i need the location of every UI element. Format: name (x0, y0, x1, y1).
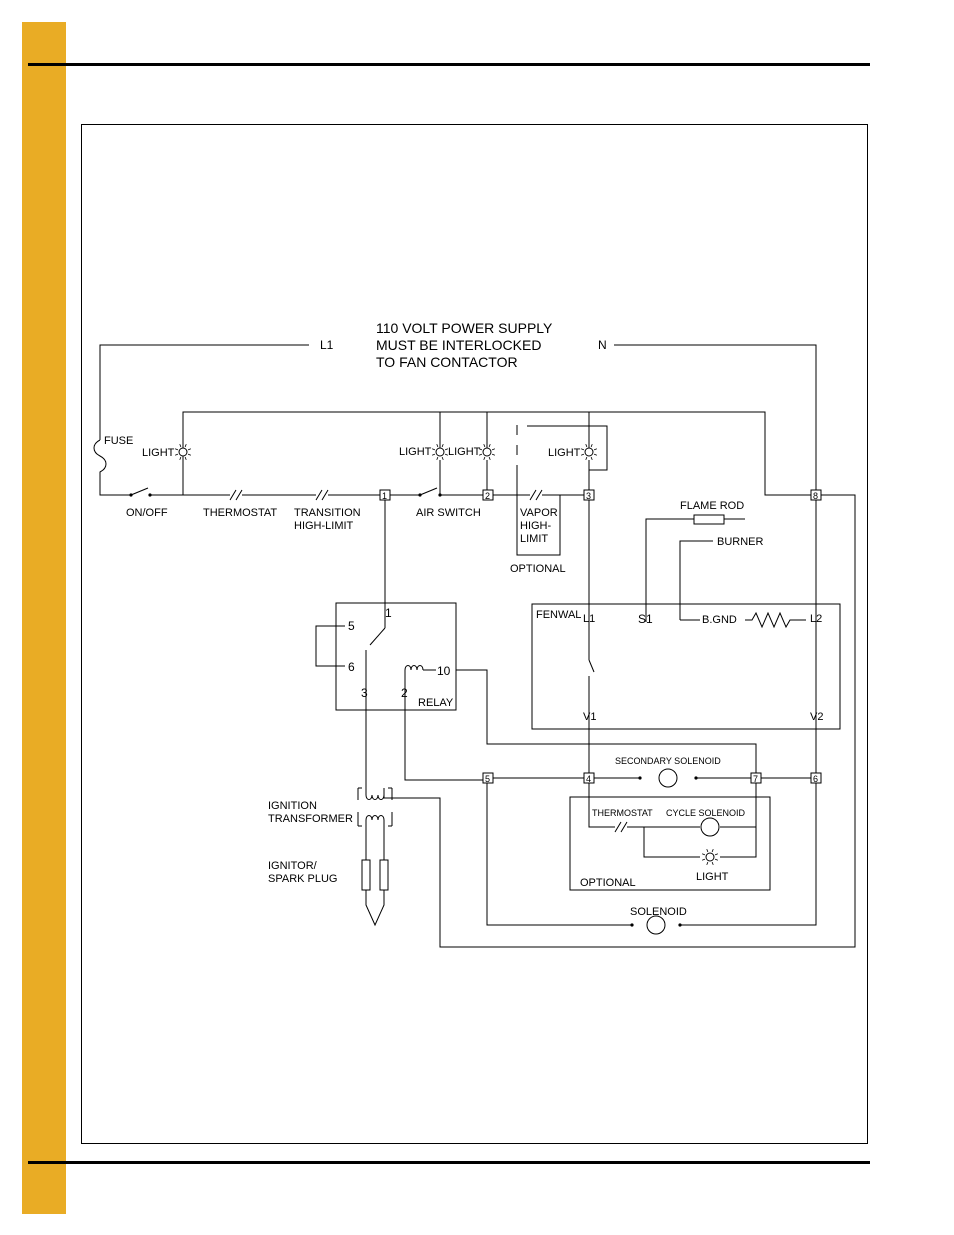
main-series-line (129, 487, 595, 501)
burner-label: BURNER (717, 536, 764, 548)
air-switch-label: AIR SWITCH (416, 507, 481, 519)
light-label-3: LIGHT (448, 446, 481, 458)
light-label-1: LIGHT (142, 447, 175, 459)
terminal-6: 6 (813, 774, 818, 784)
ignition-label-2: TRANSFORMER (268, 813, 353, 825)
optional-box-label: OPTIONAL (580, 877, 636, 889)
relay-pin-3: 3 (361, 686, 368, 700)
solenoid-label: SOLENOID (630, 906, 687, 918)
fenwal-v2-label: V2 (810, 711, 823, 723)
relay-pin-6: 6 (348, 660, 355, 674)
fenwal-bgnd-label: B.GND (702, 614, 737, 626)
ignitor-label-2: SPARK PLUG (268, 873, 338, 885)
relay-pin-10: 10 (437, 664, 451, 678)
diagram-frame (81, 124, 868, 1144)
indicator-light-1 (174, 443, 192, 461)
secondary-solenoid-label: SECONDARY SOLENOID (615, 756, 721, 766)
transition-label-2: HIGH-LIMIT (294, 520, 354, 532)
thermostat-label: THERMOSTAT (203, 507, 277, 519)
fenwal-module (531, 500, 841, 773)
light-optional-label: LIGHT (696, 871, 729, 883)
side-color-bar (22, 22, 66, 1214)
optional-vapor-label: OPTIONAL (510, 563, 566, 575)
power-note-line-3: TO FAN CONTACTOR (376, 354, 518, 370)
indicator-light-3 (478, 443, 496, 461)
fenwal-s1-label: S1 (638, 612, 653, 626)
ignition-label-1: IGNITION (268, 800, 317, 812)
power-wires (93, 344, 817, 496)
vapor-label-3: LIMIT (520, 533, 548, 545)
relay-module (315, 500, 757, 781)
n-label: N (598, 338, 607, 352)
terminal-4: 4 (586, 774, 591, 784)
on-off-label: ON/OFF (126, 507, 168, 519)
ignitor-label-1: IGNITOR/ (268, 860, 318, 872)
power-note-line-2: MUST BE INTERLOCKED (376, 337, 541, 353)
relay-pin-1: 1 (385, 606, 392, 620)
transition-label-1: TRANSITION (294, 507, 361, 519)
cycle-solenoid-label: CYCLE SOLENOID (666, 808, 746, 818)
terminal-2: 2 (485, 491, 490, 501)
relay-pin-2: 2 (401, 686, 408, 700)
terminal-1: 1 (382, 491, 387, 501)
ignition-assembly (357, 494, 856, 948)
solenoid-row (482, 768, 822, 935)
indicator-light-5 (701, 848, 719, 866)
fenwal-l2-label: L2 (810, 613, 822, 625)
bottom-rule (28, 1161, 870, 1164)
fenwal-v1-label: V1 (583, 711, 596, 723)
light-bus (182, 411, 822, 556)
light-label-2: LIGHT (399, 446, 432, 458)
relay-pin-5: 5 (348, 619, 355, 633)
vapor-label-1: VAPOR (520, 507, 558, 519)
fenwal-l1-label: L1 (583, 613, 595, 625)
l1-label: L1 (320, 338, 334, 352)
terminal-3: 3 (586, 491, 591, 501)
top-rule (28, 63, 870, 66)
terminal-5: 5 (485, 774, 490, 784)
fuse-label: FUSE (104, 435, 133, 447)
optional-cycle-box (569, 783, 771, 891)
fenwal-label: FENWAL (536, 609, 581, 621)
indicator-lights (174, 443, 719, 866)
relay-label: RELAY (418, 697, 454, 709)
vapor-label-2: HIGH- (520, 520, 552, 532)
thermostat-optional-label: THERMOSTAT (592, 808, 653, 818)
light-label-4: LIGHT (548, 447, 581, 459)
power-note-line-1: 110 VOLT POWER SUPPLY (376, 320, 553, 336)
terminal-8: 8 (813, 491, 818, 501)
flame-rod-label: FLAME ROD (680, 500, 744, 512)
indicator-light-4 (580, 443, 598, 461)
terminal-7: 7 (753, 774, 758, 784)
indicator-light-2 (431, 443, 449, 461)
